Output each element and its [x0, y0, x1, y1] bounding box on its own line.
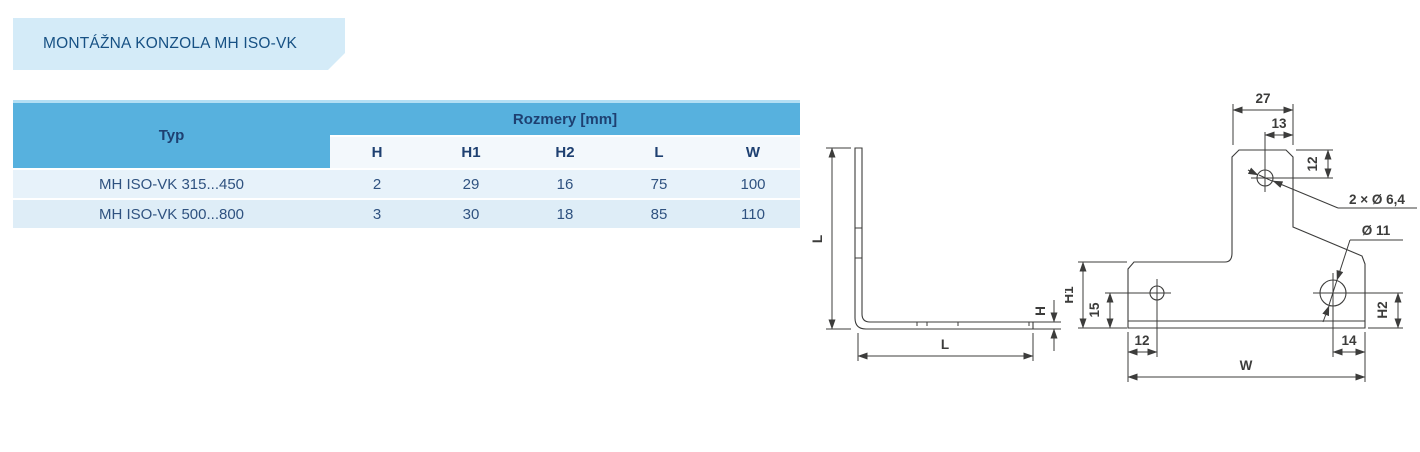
dim-label-thickness-h: H [1033, 306, 1048, 316]
row2-h: 3 [372, 205, 382, 223]
row1-l: 75 [650, 175, 668, 193]
row1-w: 100 [740, 175, 766, 193]
dim-label-27: 27 [1255, 91, 1270, 106]
row2-h1: 30 [462, 205, 480, 223]
row2-h2: 18 [556, 205, 574, 223]
column-header-h2: H2 [518, 137, 612, 168]
dim-label-13: 13 [1271, 116, 1287, 131]
plate-outline [1127, 149, 1366, 329]
dim-label-15: 15 [1087, 302, 1102, 318]
side-view-drawing: L L H [810, 147, 1061, 361]
title-banner: MONTÁŽNA KONZOLA MH ISO-VK [13, 18, 345, 70]
dim-label-height-l: L [810, 235, 825, 243]
table-top-strip [13, 100, 800, 103]
leader-line [1336, 239, 1351, 281]
dim-label-length-l: L [941, 337, 949, 352]
table-row: MH ISO-VK 315...450 2 29 16 75 100 [13, 170, 800, 198]
dim-label-h1: H1 [1065, 286, 1076, 304]
column-header-h: H [330, 137, 424, 168]
row-gap [13, 198, 800, 200]
group-header-label: Rozmery [mm] [512, 110, 618, 128]
typ-header-label: Typ [158, 127, 185, 144]
row2-l: 85 [650, 205, 668, 223]
row1-h: 2 [372, 175, 382, 193]
table-row: MH ISO-VK 500...800 3 30 18 85 110 [13, 200, 800, 228]
row2-w: 110 [741, 205, 765, 223]
row1-typ: MH ISO-VK 315...450 [98, 175, 245, 193]
callout-label-small-holes: 2 × Ø 6,4 [1349, 192, 1405, 207]
callout-label-large-hole: Ø 11 [1362, 223, 1391, 238]
spec-table: Typ Rozmery [mm] H H1 H2 L W MH ISO-VK 3… [13, 100, 800, 228]
dim-label-h2: H2 [1375, 301, 1390, 318]
row1-h2: 16 [556, 175, 574, 193]
row1-h1: 29 [462, 175, 480, 193]
leader-line [1328, 279, 1338, 306]
dim-label-w: W [1240, 358, 1253, 373]
column-header-typ: Typ [13, 103, 330, 168]
column-header-w: W [706, 137, 800, 168]
dim-label-12-top: 12 [1305, 156, 1320, 171]
column-header-h1: H1 [424, 137, 518, 168]
dim-label-12-bottom: 12 [1134, 333, 1149, 348]
leader-line [1272, 180, 1339, 209]
column-group-header: Rozmery [mm] [330, 103, 800, 135]
leader-line [1258, 174, 1273, 182]
row2-typ: MH ISO-VK 500...800 [98, 205, 245, 223]
page-title: MONTÁŽNA KONZOLA MH ISO-VK [43, 35, 298, 52]
header-gap [330, 135, 800, 137]
bracket-profile [854, 147, 1034, 330]
dim-label-14: 14 [1341, 333, 1357, 348]
front-view-drawing: 27 13 12 H1 15 12 14 W H2 2 × [1065, 91, 1417, 382]
leader-line [1247, 167, 1259, 176]
leader-line [1322, 305, 1330, 323]
column-header-l: L [612, 137, 706, 168]
row-gap [13, 168, 800, 170]
